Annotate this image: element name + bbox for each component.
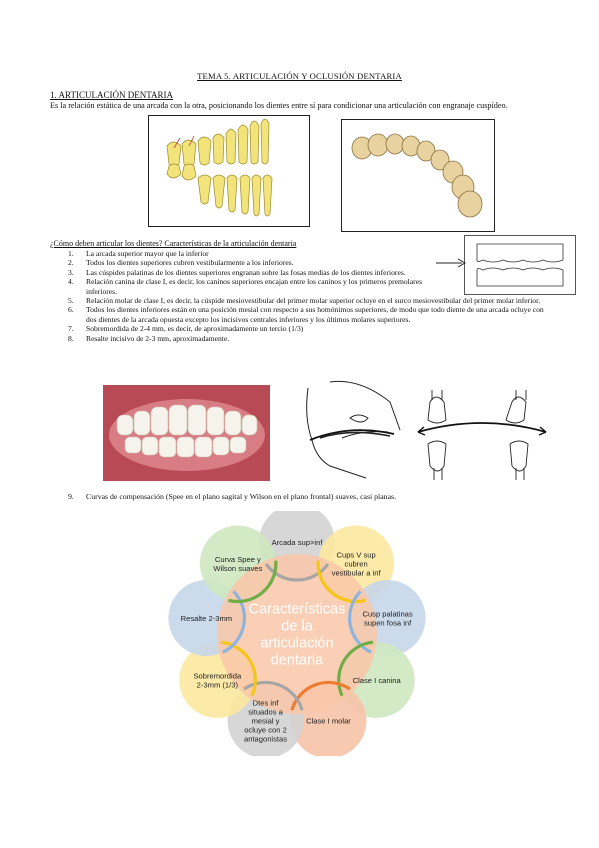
list-number: 6.: [68, 305, 74, 315]
list-item-text: Las cúspides palatinas de los dientes su…: [86, 267, 406, 277]
list-number: 3.: [68, 267, 74, 277]
list-item: 6. Todos los dientes inferiores están en …: [50, 305, 552, 324]
question-heading: ¿Cómo deben articular los dientes? Carac…: [50, 239, 297, 248]
petal-arc: [348, 590, 372, 654]
petal-label: Cups V sup: [337, 551, 376, 560]
petal-arc: [316, 560, 367, 604]
center-circle: [217, 554, 377, 714]
list-number: 2.: [68, 258, 74, 268]
petal-label: situados a: [248, 707, 283, 716]
list-item: 4. Relación canina de clase I, es decir, …: [50, 277, 552, 296]
list-item: 2. Todos los dientes superiores cubren ve…: [50, 258, 552, 267]
list-number: 1.: [68, 249, 74, 258]
list-item: 5. Relación molar de clase I, es decir, l…: [50, 296, 552, 305]
list-number: 8.: [68, 333, 74, 343]
list-item-text: Todos los dientes inferiores están en un…: [86, 305, 544, 324]
list-item-text: La arcada superior mayor que la inferior: [86, 249, 209, 258]
jaw-profile-sketch: [306, 380, 401, 479]
petal-label: Clase I canina: [353, 676, 402, 685]
overlap-diagram-image: [464, 235, 576, 295]
list-item: 1. La arcada superior mayor que la inferi…: [50, 249, 552, 258]
petal-label: Sobremordida: [193, 672, 241, 681]
list-number: 4.: [68, 277, 74, 287]
section-heading: 1. ARTICULACIÓN DENTARIA: [50, 90, 173, 100]
petal-label: vestibular a inf: [332, 569, 382, 578]
dental-arch-illustration: [351, 133, 483, 218]
petal-label: Cusp palatinas: [362, 610, 412, 619]
petal-label: ocluye con 2: [244, 725, 287, 734]
petal-label: supen fosa inf: [364, 619, 412, 628]
petal-arc: [222, 590, 246, 654]
petal-arc: [227, 560, 278, 604]
petal-arc: [243, 680, 304, 711]
list-number: 9.: [68, 492, 74, 501]
petal-arc: [290, 680, 351, 711]
petal-arc: [264, 563, 330, 582]
list-item: 3. Las cúspides palatinas de los dientes …: [50, 268, 552, 277]
petal-label: Clase I molar: [306, 716, 351, 725]
list-item-text: Relación molar de clase I, es decir, la …: [86, 296, 541, 306]
petal-label: Dtes inf: [253, 698, 280, 707]
petal-label: Resalte 2-3mm: [181, 614, 232, 623]
wilson-curve-sketch: [417, 390, 547, 480]
petal-label: cubren: [345, 560, 368, 569]
intro-paragraph: Es la relación estática de una arcada co…: [50, 101, 508, 110]
mouth-photo-illustration: [103, 385, 270, 481]
list-item: 8. Resalte incisivo de 2-3 mm, aproximada…: [50, 334, 552, 343]
list-item-text: Sobremordida de 2-4 mm, es decir, de apr…: [86, 324, 304, 334]
list-item-text: Resalte incisivo de 2-3 mm, aproximadame…: [86, 333, 230, 343]
center-label: Características: [249, 602, 346, 618]
petal-label: Wilson suaves: [213, 564, 262, 573]
center-label: dentaria: [271, 653, 324, 669]
center-label: articulación: [260, 636, 333, 652]
list-number: 7.: [68, 324, 74, 334]
petal-label: Arcada sup>inf: [272, 538, 324, 547]
petal-arc: [337, 640, 374, 697]
petal-label: Curva Spee y: [215, 555, 261, 564]
list-item-text: Curvas de compensación (Spee en el plano…: [86, 492, 397, 501]
petal-arc: [220, 640, 257, 697]
overlap-sketch: [476, 243, 564, 287]
list-item-text: Relación canina de clase I, es decir, lo…: [86, 277, 423, 296]
dental-arch-image: [341, 119, 495, 232]
petal-label: 2-3mm (1/3): [197, 681, 239, 690]
list-item-text: Todos los dientes superiores cubren vest…: [86, 258, 294, 268]
center-label: de la: [281, 619, 313, 635]
mouth-photo: [103, 385, 270, 481]
characteristics-list: 1. La arcada superior mayor que la inferi…: [50, 249, 552, 343]
teeth-lateral-illustration: [166, 118, 273, 217]
list-item: 7. Sobremordida de 2-4 mm, es decir, de a…: [50, 324, 552, 333]
arrow-icon: [436, 258, 466, 268]
petal-label: antagonistas: [244, 734, 287, 743]
teeth-lateral-image: [148, 115, 310, 227]
petal-label: mesial y: [252, 716, 280, 725]
document-title: TEMA 5. ARTICULACIÓN Y OCLUSIÓN DENTARIA: [197, 71, 402, 81]
list-number: 5.: [68, 296, 74, 306]
